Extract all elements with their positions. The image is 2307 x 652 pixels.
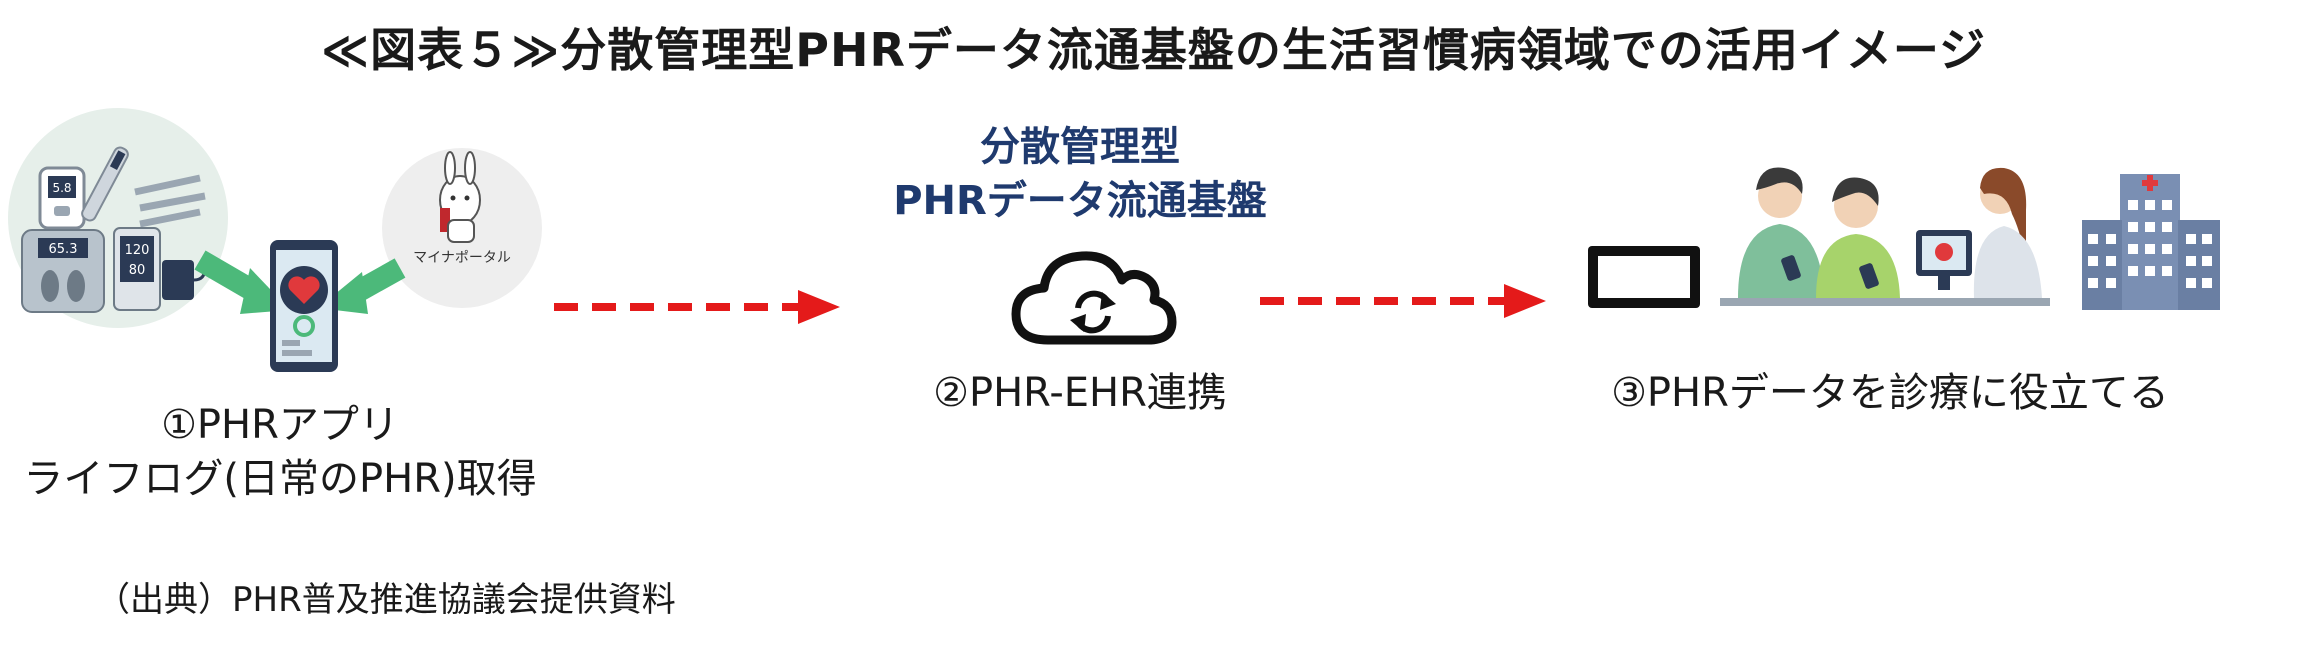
mynaportal-label: マイナポータル	[413, 250, 511, 266]
clinic-illustration	[1588, 167, 2220, 310]
smartphone-icon	[270, 240, 338, 372]
devices-illustration: 5.8 65.3 120 80 マイナポータル	[8, 108, 542, 372]
step-1-line2: ライフログ(日常のPHR)取得	[23, 456, 537, 502]
glucose-meter-icon: 5.8	[38, 166, 86, 230]
patient-person-1-icon	[1738, 167, 1824, 298]
platform-title: 分散管理型 PHRデータ流通基盤	[820, 120, 1340, 228]
patient-person-2-icon	[1816, 177, 1900, 298]
scale-icon: 65.3	[21, 229, 105, 313]
cloud-sync-icon	[1011, 251, 1177, 345]
glucose-reading: 5.8	[52, 181, 71, 195]
tablet-icon	[1588, 246, 1700, 308]
platform-title-line1: 分散管理型	[980, 124, 1180, 170]
step-3-label: ③PHRデータを診療に役立てる	[1611, 370, 2169, 416]
red-dashed-arrow-2	[1260, 284, 1546, 318]
scale-reading: 65.3	[49, 242, 78, 257]
step-2-label: ②PHR-EHR連携	[933, 370, 1227, 416]
hospital-building-icon	[2082, 174, 2220, 310]
desk	[1720, 298, 2050, 306]
red-dashed-arrow-1	[554, 290, 840, 324]
bp-reading-bottom: 80	[129, 263, 146, 278]
source-note: （出典）PHR普及推進協議会提供資料	[96, 580, 676, 620]
blood-pressure-monitor-icon: 120 80	[113, 227, 207, 311]
page-title: ≪図表５≫分散管理型PHRデータ流通基盤の生活習慣病領域での活用イメージ	[320, 23, 1987, 77]
pen-device-icon	[81, 146, 129, 222]
bp-reading-top: 120	[125, 243, 150, 258]
step-1-line1: ①PHRアプリ	[161, 402, 399, 448]
doctor-monitor-icon	[1916, 230, 1972, 290]
step-1-label: ①PHRアプリ ライフログ(日常のPHR)取得	[0, 398, 560, 506]
mynaportal-mascot-icon	[439, 151, 481, 243]
platform-title-line2: PHRデータ流通基盤	[893, 178, 1267, 224]
doctor-person-icon	[1973, 167, 2042, 298]
measuring-tape-icon	[134, 174, 206, 228]
